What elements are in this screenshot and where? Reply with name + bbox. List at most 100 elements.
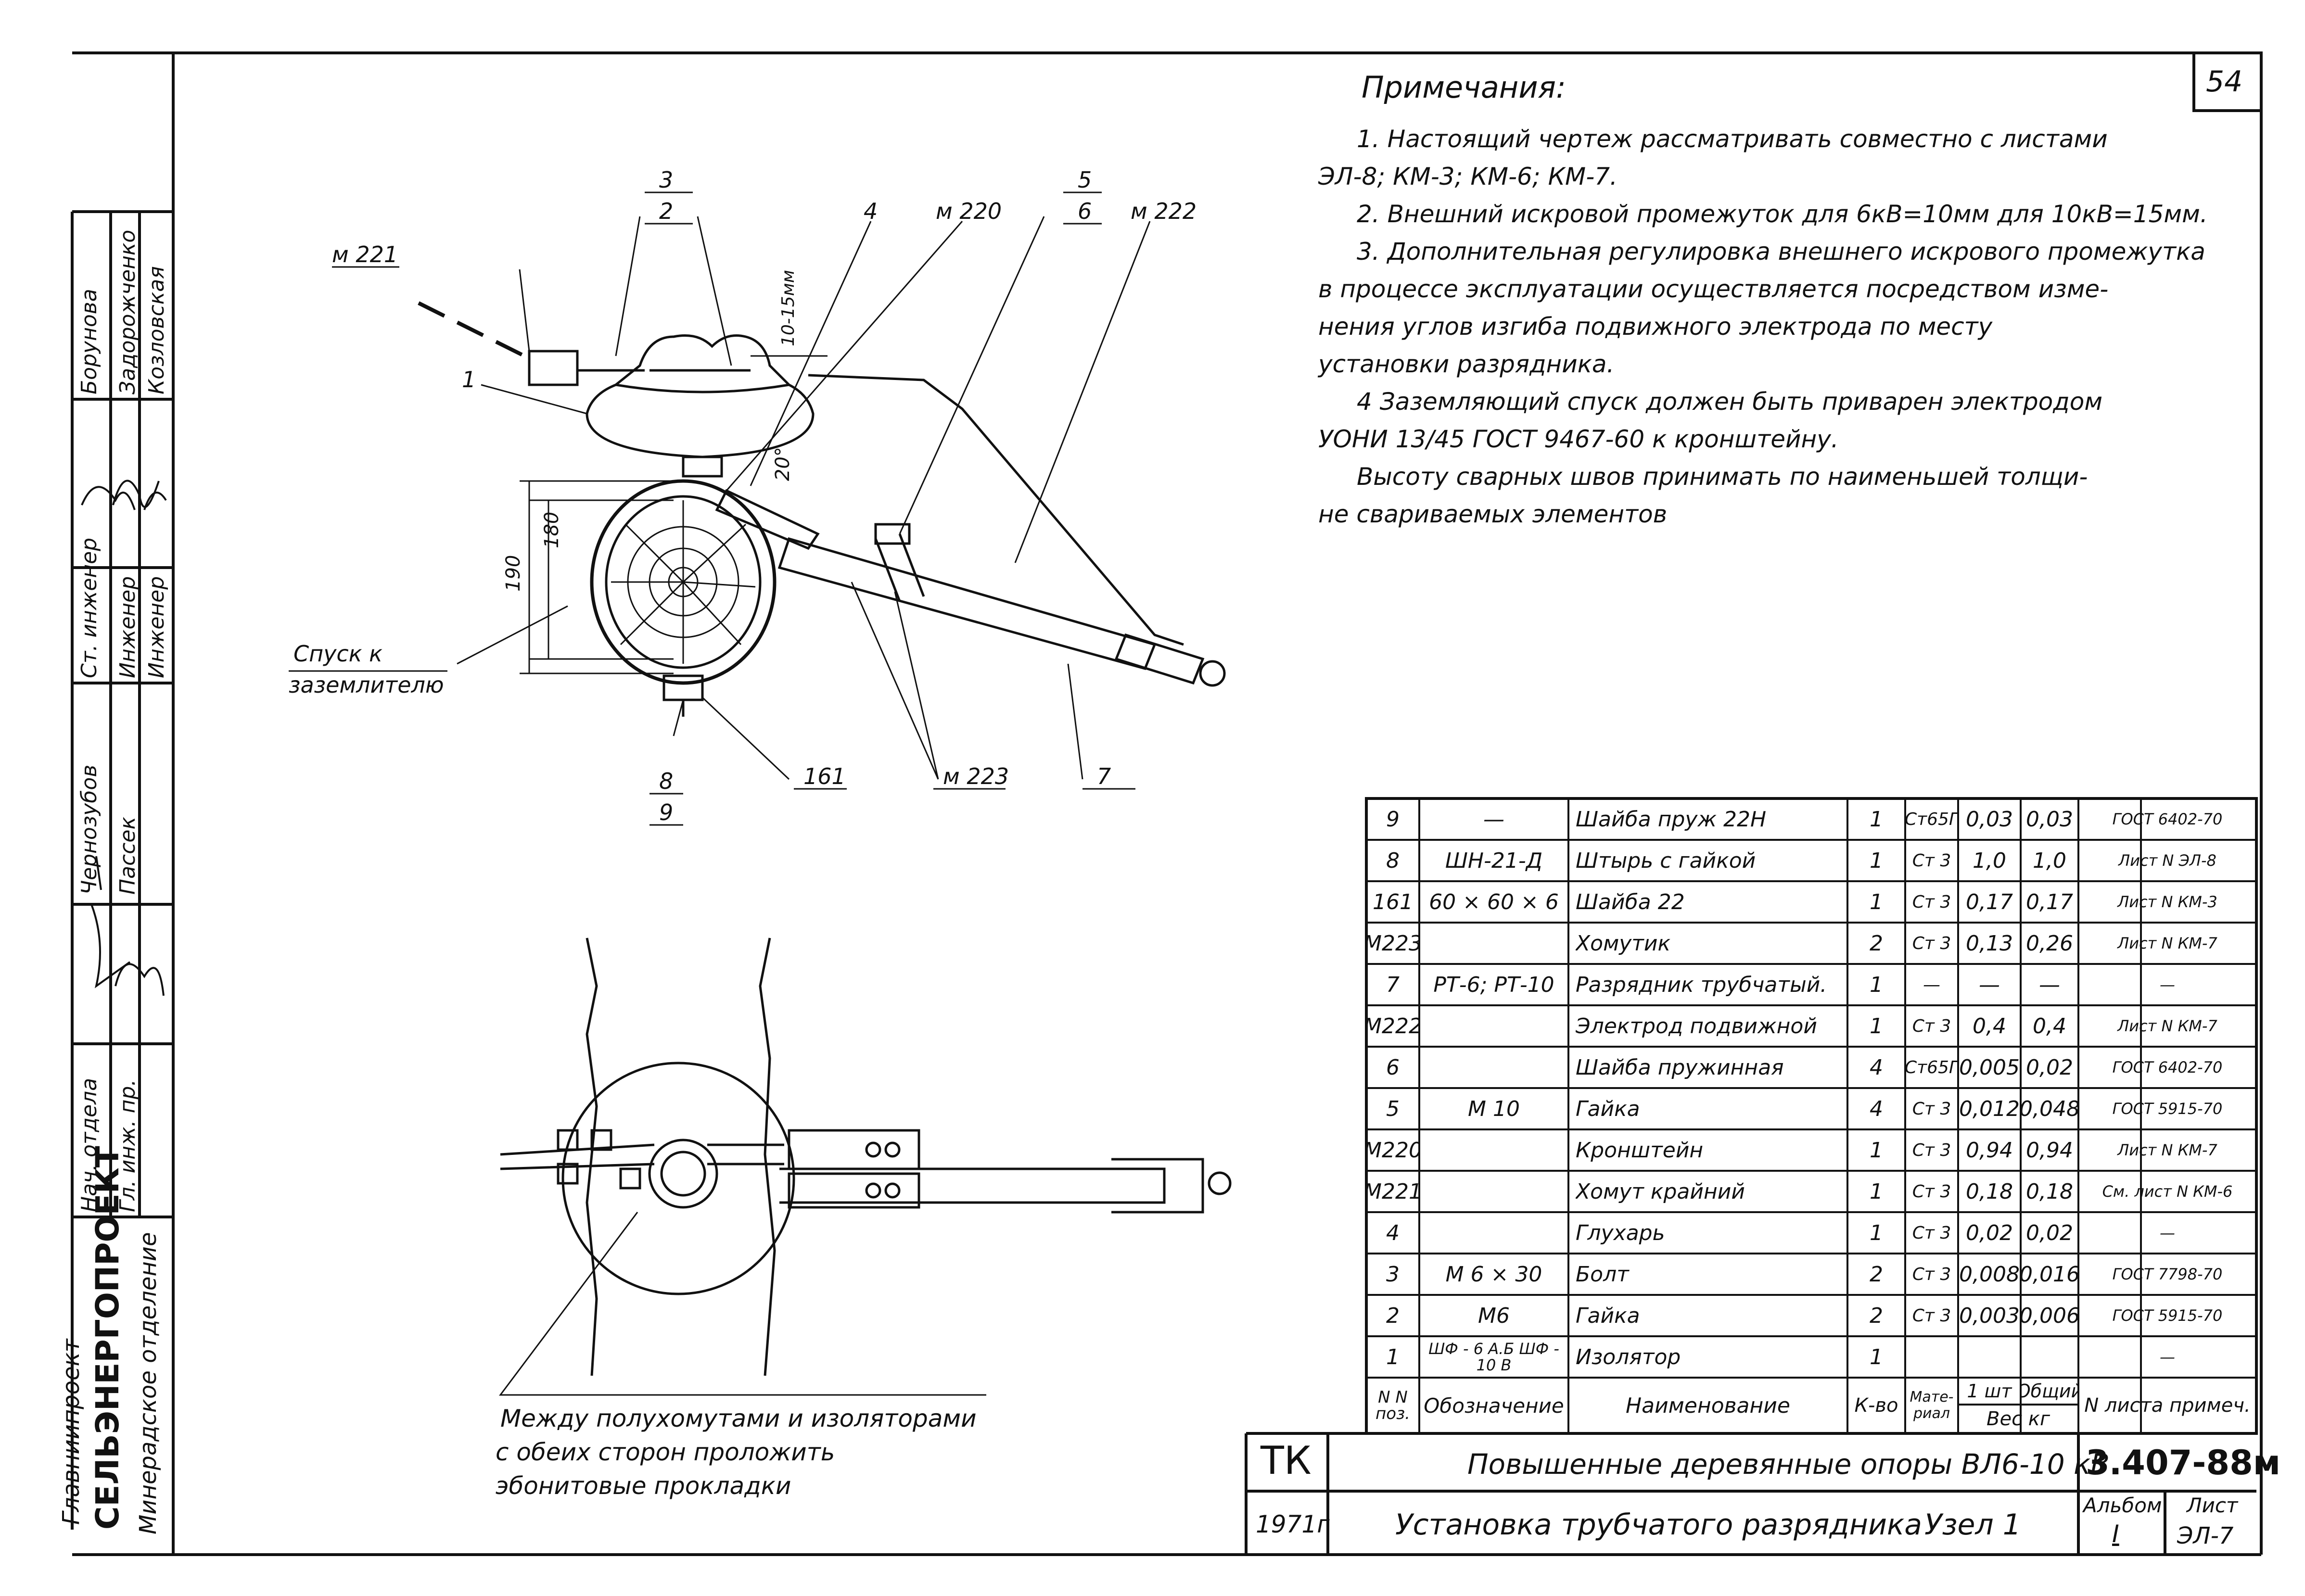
title-block-album-value: I bbox=[2112, 1520, 2119, 1548]
header-weight: Вес кг bbox=[1987, 1408, 2050, 1430]
cell-pos: М220 bbox=[1366, 1138, 1419, 1163]
stamp-role: Ст. инженер bbox=[77, 537, 102, 678]
cell-material: Ст 3 bbox=[1912, 1140, 1951, 1160]
title-block-node: Узел 1 bbox=[1924, 1508, 2021, 1542]
cell-material: Ст65Г bbox=[1905, 1057, 1958, 1077]
cell-qty: 1 bbox=[1870, 807, 1883, 832]
label-4: 4 bbox=[864, 198, 878, 224]
cell-name: Шайба пруж 22Н bbox=[1576, 807, 1767, 832]
cell-total-weight: 0,02 bbox=[2026, 1055, 2073, 1080]
label-1: 1 bbox=[462, 367, 476, 393]
cell-designation bbox=[1419, 1212, 1568, 1254]
title-block-year: 1971г bbox=[1256, 1510, 1330, 1538]
header-designation: Обозначение bbox=[1424, 1393, 1564, 1418]
cell-unit-weight: 0,03 bbox=[1966, 807, 2013, 832]
header-qty: К-во bbox=[1854, 1394, 1898, 1417]
cell-total-weight: — bbox=[2039, 972, 2060, 997]
page-number: 54 bbox=[2206, 65, 2243, 99]
cell-pos: 5 bbox=[1386, 1096, 1400, 1121]
plan-view-drawing bbox=[499, 937, 1232, 1396]
cell-pos: М223 bbox=[1366, 931, 1419, 956]
cell-pos: 4 bbox=[1386, 1220, 1400, 1245]
cell-total-weight: 0,26 bbox=[2026, 931, 2073, 956]
title-block-tk: ТК bbox=[1261, 1438, 1312, 1483]
label-m223: м 223 bbox=[943, 763, 1009, 789]
cell-pos: 7 bbox=[1386, 972, 1400, 997]
cell-name: Электрод подвижной bbox=[1576, 1013, 1817, 1039]
cell-designation: М 10 bbox=[1468, 1096, 1520, 1121]
label-m222: м 222 bbox=[1131, 198, 1197, 224]
cell-unit-weight: 0,13 bbox=[1966, 931, 2013, 956]
cell-designation: — bbox=[1483, 807, 1504, 832]
label-m221: м 221 bbox=[332, 241, 398, 267]
title-block-sheet-value: ЭЛ-7 bbox=[2177, 1522, 2234, 1549]
cell-total-weight: 0,048 bbox=[2021, 1096, 2078, 1121]
note-line: в процессе эксплуатации осуществляется п… bbox=[1318, 275, 2109, 303]
note-line: не свариваемых элементов bbox=[1318, 500, 1668, 528]
cell-qty: 1 bbox=[1870, 972, 1883, 997]
cell-name: Шайба пружинная bbox=[1576, 1055, 1784, 1080]
cell-qty: 1 bbox=[1870, 1138, 1883, 1163]
cell-pos: 161 bbox=[1373, 889, 1413, 914]
cell-name: Изолятор bbox=[1576, 1344, 1681, 1369]
cell-note: Лист N КМ-7 bbox=[2117, 1017, 2217, 1035]
note-line: нения углов изгиба подвижного электрода … bbox=[1318, 313, 1993, 341]
cell-unit-weight: 0,4 bbox=[1973, 1013, 2006, 1039]
stamp-role: Инженер bbox=[144, 576, 169, 678]
cell-note: — bbox=[2160, 1224, 2175, 1242]
cell-name: Шайба 22 bbox=[1576, 889, 1685, 914]
stamp-role: Гл. инж. пр. bbox=[115, 1079, 140, 1212]
cell-qty: 2 bbox=[1870, 1303, 1883, 1328]
header-name: Наименование bbox=[1626, 1393, 1790, 1418]
title-block-sheet-label: Лист bbox=[2187, 1494, 2238, 1517]
cell-note: Лист N КМ-7 bbox=[2117, 1141, 2217, 1159]
cell-total-weight: 0,016 bbox=[2021, 1262, 2078, 1287]
stamp-role: Инженер bbox=[115, 576, 140, 678]
lower-note-line-1: Между полухомутами и изоляторами bbox=[500, 1405, 977, 1432]
cell-note: Лист N КМ-3 bbox=[2117, 893, 2217, 911]
label-8: 8 bbox=[659, 768, 673, 794]
cell-note: ГОСТ 5915-70 bbox=[2112, 1306, 2223, 1325]
cell-qty: 1 bbox=[1870, 848, 1883, 873]
label-angle: 20° bbox=[772, 447, 794, 481]
notes-block: 1. Настоящий чертеж рассматривать совмес… bbox=[1318, 120, 2208, 533]
label-m220: м 220 bbox=[936, 198, 1002, 224]
cell-qty: 4 bbox=[1870, 1055, 1883, 1080]
stamp-role: Нач. отдела bbox=[77, 1077, 102, 1212]
cell-pos: 2 bbox=[1386, 1303, 1400, 1328]
cell-qty: 2 bbox=[1870, 931, 1883, 956]
cell-material: Ст 3 bbox=[1912, 850, 1951, 871]
cell-unit-weight: 0,012 bbox=[1959, 1096, 2020, 1121]
note-line: УОНИ 13/45 ГОСТ 9467-60 к кронштейну. bbox=[1318, 425, 1839, 453]
cell-name: Глухарь bbox=[1576, 1220, 1665, 1245]
note-line: ЭЛ-8; КМ-3; КМ-6; КМ-7. bbox=[1318, 163, 1617, 190]
cell-note: — bbox=[2160, 1348, 2175, 1366]
cell-pos: М222 bbox=[1366, 1013, 1419, 1039]
cell-name: Разрядник трубчатый. bbox=[1576, 972, 1827, 997]
cell-total-weight bbox=[2021, 1336, 2078, 1378]
cell-pos: 6 bbox=[1386, 1055, 1400, 1080]
note-line: 3. Дополнительная регулировка внешнего и… bbox=[1357, 238, 2205, 266]
top-view-drawing bbox=[289, 191, 1226, 826]
title-block-title-2: Установка трубчатого разрядника bbox=[1395, 1508, 1923, 1542]
cell-designation: М6 bbox=[1478, 1303, 1510, 1328]
cell-name: Хомутик bbox=[1576, 931, 1671, 956]
cell-qty: 4 bbox=[1870, 1096, 1883, 1121]
cell-unit-weight: 0,003 bbox=[1959, 1303, 2020, 1328]
cell-material: Ст 3 bbox=[1912, 1181, 1951, 1202]
cell-unit-weight: 0,17 bbox=[1966, 889, 2013, 914]
note-line: 1. Настоящий чертеж рассматривать совмес… bbox=[1357, 125, 2108, 153]
cell-material: Ст65Г bbox=[1905, 809, 1958, 829]
label-2: 2 bbox=[659, 198, 673, 224]
stamp-org-1: Главниипроект bbox=[58, 1339, 85, 1525]
signatures bbox=[81, 480, 167, 996]
header-total-weight: Общий bbox=[2021, 1381, 2078, 1402]
cell-name: Кронштейн bbox=[1576, 1138, 1704, 1163]
cell-note: ГОСТ 7798-70 bbox=[2112, 1265, 2223, 1283]
stamp-name: Борунова bbox=[77, 289, 102, 394]
label-7: 7 bbox=[1097, 763, 1111, 789]
title-block-title-1: Повышенные деревянные опоры ВЛ6-10 кВ bbox=[1467, 1448, 2110, 1481]
label-6: 6 bbox=[1078, 198, 1092, 224]
label-180: 180 bbox=[541, 512, 563, 548]
cell-total-weight: 0,17 bbox=[2026, 889, 2073, 914]
